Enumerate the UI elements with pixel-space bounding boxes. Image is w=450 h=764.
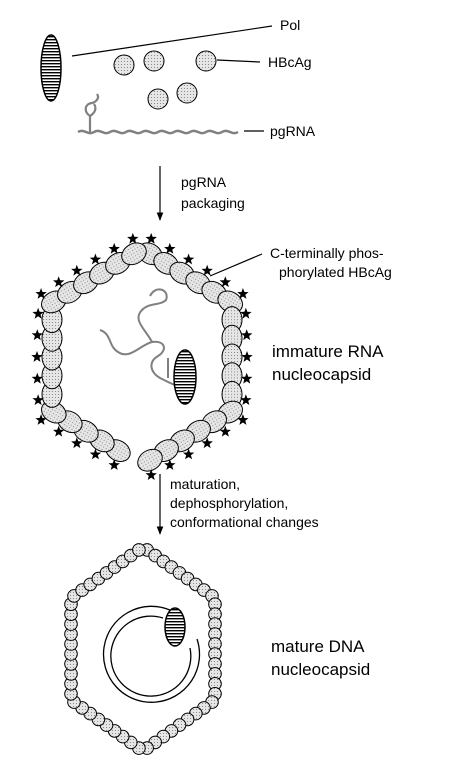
- phosphate-star-icon: [182, 448, 195, 460]
- phosphate-star-icon: [241, 329, 253, 341]
- hbcag-dimer: [143, 50, 165, 72]
- mature-dna-nucleocapsid: mature DNA nucleocapsid: [64, 543, 370, 755]
- hbcag-subunit: [137, 448, 163, 472]
- hbcag-dimer: [195, 50, 217, 72]
- immature-label-line2: nucleocapsid: [272, 365, 371, 384]
- dephosphorylated-hbcag-shell: [64, 543, 222, 755]
- phosphate-star-icon: [53, 276, 65, 288]
- phosphate-star-icon: [237, 414, 249, 425]
- maturation-label-line3: conformational changes: [170, 514, 319, 530]
- phosphate-star-icon: [182, 253, 195, 265]
- phosphate-star-icon: [164, 242, 176, 254]
- phosphate-star-icon: [89, 448, 102, 460]
- phosphate-star-icon: [53, 425, 65, 437]
- hbcag-subunit: [132, 543, 146, 557]
- phosphate-star-icon: [108, 459, 120, 470]
- phosphate-star-icon: [71, 264, 83, 276]
- pgrna-label: pgRNA: [270, 123, 316, 139]
- phosphate-star-icon: [35, 414, 47, 425]
- pol-label-line: [71, 25, 273, 57]
- phosphate-star-icon: [145, 232, 157, 244]
- free-components: Pol HBcAg pgRNA: [40, 17, 316, 139]
- phosphate-star-icon: [201, 437, 213, 449]
- hbcag-dimer: [147, 88, 169, 110]
- mature-pol: [164, 607, 186, 647]
- phosphate-star-icon: [35, 288, 47, 299]
- phosphate-star-icon: [241, 372, 253, 384]
- hbcag-label-line: [216, 59, 261, 63]
- phosphate-star-icon: [71, 437, 83, 449]
- phosphate-star-icon: [240, 307, 252, 319]
- phosphate-star-icon: [127, 232, 139, 244]
- immature-label-line1: immature RNA: [272, 342, 384, 361]
- mature-label-line2: nucleocapsid: [271, 660, 370, 679]
- phosphate-star-icon: [32, 394, 44, 405]
- rcdna-outer-strand: [102, 605, 201, 703]
- phosphate-star-icon: [241, 351, 253, 362]
- phosphate-star-icon: [31, 372, 43, 384]
- phosphate-star-icon: [31, 351, 43, 362]
- mature-label-line1: mature DNA: [271, 637, 365, 656]
- phosphate-star-icon: [164, 459, 176, 470]
- packaging-label-line2: packaging: [181, 195, 245, 211]
- pol-label: Pol: [280, 17, 300, 33]
- phosphate-star-icon: [32, 307, 44, 319]
- pgrna-epsilon-stemloop: [84, 93, 100, 133]
- phospho-label-line: [209, 253, 263, 277]
- pol-polymerase: [40, 34, 62, 102]
- phosphate-star-icon: [108, 242, 120, 254]
- phosphate-star-icon: [145, 469, 157, 480]
- hbcag-dimer: [113, 54, 135, 76]
- rcdna-inner-strand: [110, 615, 192, 697]
- maturation-label-line2: dephosphorylation,: [170, 495, 288, 511]
- hbcag-label: HBcAg: [268, 54, 312, 70]
- hbcag-dimer: [176, 82, 198, 104]
- packaged-pol: [173, 349, 197, 405]
- phosphate-star-icon: [201, 264, 213, 276]
- pgrna-strand: [77, 129, 239, 135]
- phosphate-star-icon: [237, 288, 249, 299]
- phospho-label-line1: C-terminally phos-: [270, 245, 384, 261]
- maturation-label-line1: maturation,: [170, 476, 240, 492]
- packaging-label-line1: pgRNA: [181, 174, 227, 190]
- immature-rna-nucleocapsid: C-terminally phos- phorylated HBcAg imma…: [31, 232, 392, 480]
- phospho-label-line2: phorylated HBcAg: [279, 264, 392, 280]
- phosphate-star-icon: [89, 253, 102, 265]
- phosphate-star-icon: [240, 394, 252, 405]
- hbcag-subunit: [121, 242, 147, 266]
- phosphorylated-hbcag-shell: [31, 232, 253, 480]
- phosphate-star-icon: [219, 276, 231, 288]
- phosphate-star-icon: [219, 425, 231, 437]
- phosphate-star-icon: [31, 329, 43, 341]
